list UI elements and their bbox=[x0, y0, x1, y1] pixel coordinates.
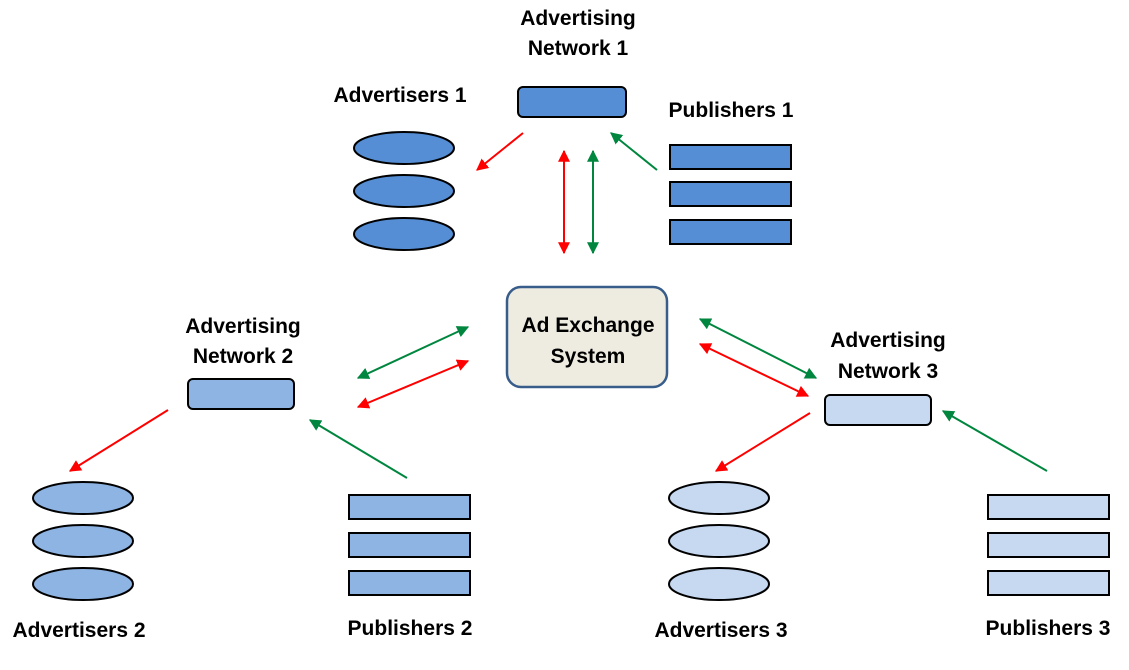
publisher2-bar-c bbox=[348, 570, 471, 596]
network3-to-advertisers-arrow bbox=[714, 412, 811, 472]
exchange-label-line1: Ad Exchange bbox=[521, 314, 654, 337]
publisher1-bar-c bbox=[669, 219, 792, 245]
advertisers3-stack bbox=[668, 481, 770, 601]
publisher3-bar-b bbox=[987, 532, 1110, 558]
network3-title-line2: Network 3 bbox=[838, 360, 938, 383]
advertisers2-label: Advertisers 2 bbox=[12, 619, 145, 642]
network3-box bbox=[824, 394, 932, 426]
publishers3-label: Publishers 3 bbox=[986, 617, 1111, 640]
advertiser2-ellipse-a bbox=[32, 481, 134, 515]
advertiser1-ellipse-a bbox=[353, 131, 455, 165]
publishers3-to-network-arrow bbox=[941, 410, 1048, 472]
advertiser2-ellipse-c bbox=[32, 567, 134, 601]
advertiser3-ellipse-a bbox=[668, 481, 770, 515]
publishers1-label: Publishers 1 bbox=[669, 99, 794, 122]
advertiser1-ellipse-b bbox=[353, 174, 455, 208]
publishers2-label: Publishers 2 bbox=[348, 617, 473, 640]
advertisers3-label: Advertisers 3 bbox=[654, 619, 787, 642]
network2-title-line1: Advertising bbox=[185, 315, 301, 338]
network2-exchange-red-arrow bbox=[356, 359, 470, 409]
network2-title-line2: Network 2 bbox=[193, 345, 293, 368]
network2-exchange-green-arrow bbox=[356, 326, 470, 379]
publisher2-bar-a bbox=[348, 494, 471, 520]
publisher3-bar-a bbox=[987, 494, 1110, 520]
network2-box bbox=[187, 378, 295, 410]
network1-to-advertisers-arrow bbox=[476, 132, 524, 171]
network3-exchange-red-arrow bbox=[698, 343, 810, 397]
network3-exchange-green-arrow bbox=[698, 318, 818, 379]
publisher2-bar-b bbox=[348, 532, 471, 558]
advertiser1-ellipse-c bbox=[353, 217, 455, 251]
advertisers1-stack bbox=[353, 131, 455, 251]
publishers2-stack bbox=[348, 494, 471, 596]
publishers1-to-network-arrow bbox=[610, 132, 658, 171]
publisher1-bar-b bbox=[669, 181, 792, 207]
network1-title-line1: Advertising bbox=[520, 7, 636, 30]
advertisers1-label: Advertisers 1 bbox=[333, 84, 466, 107]
publisher1-bar-a bbox=[669, 144, 792, 170]
network2-to-advertisers-arrow bbox=[68, 409, 169, 472]
advertiser3-ellipse-b bbox=[668, 524, 770, 558]
exchange-label-line2: System bbox=[551, 345, 626, 368]
publishers3-stack bbox=[987, 494, 1110, 596]
advertisers2-stack bbox=[32, 481, 134, 601]
network1-title-line2: Network 1 bbox=[528, 37, 629, 60]
publishers2-to-network-arrow bbox=[308, 419, 408, 479]
publishers1-stack bbox=[669, 144, 792, 245]
network1-box bbox=[517, 86, 627, 118]
ad-exchange-box bbox=[505, 285, 669, 389]
advertiser2-ellipse-b bbox=[32, 524, 134, 558]
network3-title-line1: Advertising bbox=[830, 329, 946, 352]
advertiser3-ellipse-c bbox=[668, 567, 770, 601]
publisher3-bar-c bbox=[987, 570, 1110, 596]
